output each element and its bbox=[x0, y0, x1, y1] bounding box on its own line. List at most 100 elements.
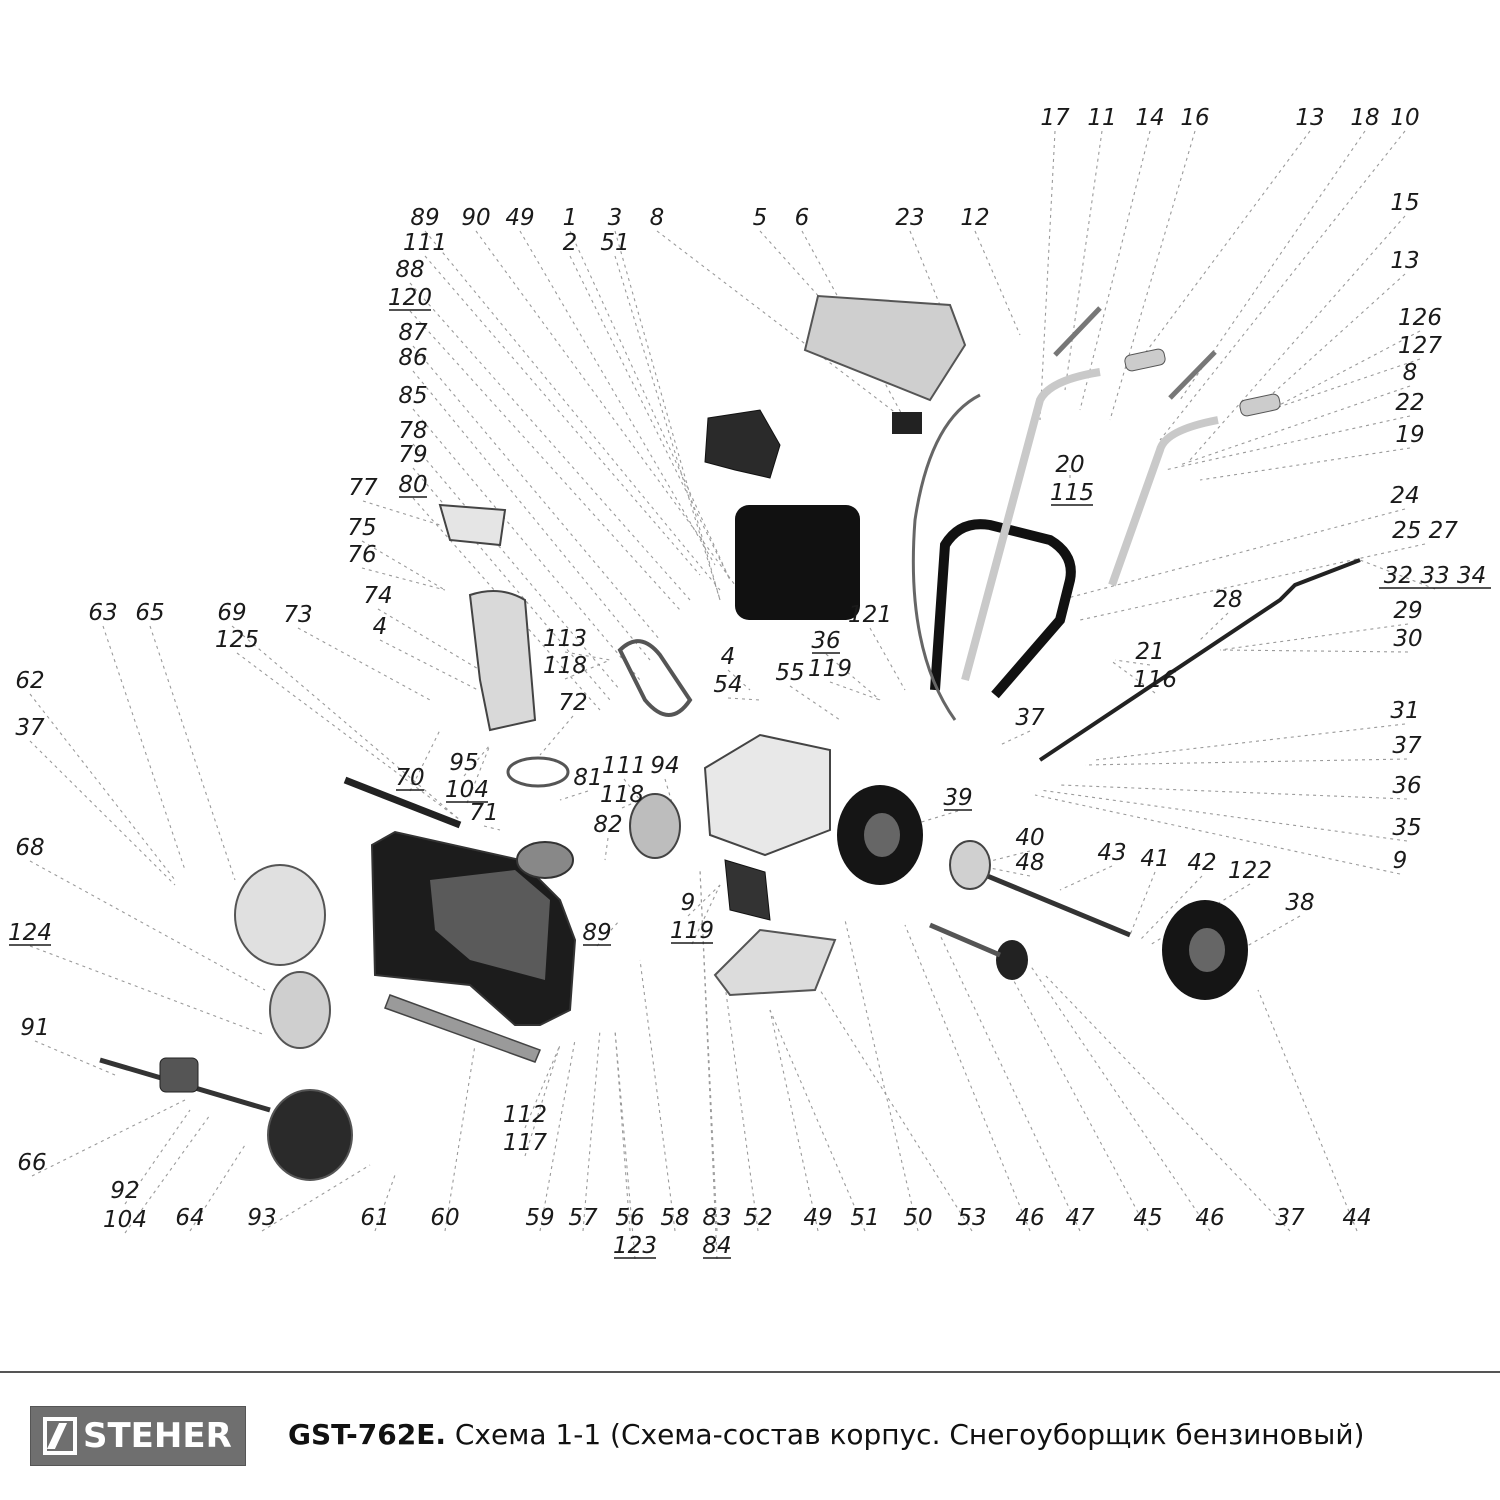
callout-label: 36 bbox=[811, 628, 840, 654]
callout-label: 48 bbox=[1015, 850, 1044, 876]
leader-line bbox=[1039, 789, 1408, 842]
callout-label: 127 bbox=[1398, 333, 1442, 359]
leader-line bbox=[409, 310, 681, 611]
callout-label: 69 bbox=[217, 600, 246, 626]
engine-block bbox=[735, 505, 860, 620]
leader-line bbox=[412, 443, 621, 691]
leader-line bbox=[1029, 964, 1211, 1232]
callout-label: 39 bbox=[943, 785, 972, 811]
callout-label: 121 bbox=[848, 602, 892, 628]
leader-line bbox=[825, 653, 881, 701]
ignition-key bbox=[892, 412, 922, 434]
leader-line bbox=[124, 1109, 191, 1205]
leader-line bbox=[409, 729, 441, 792]
callout-label: 87 bbox=[398, 320, 428, 346]
leader-line bbox=[1059, 784, 1408, 800]
callout-label: 72 bbox=[558, 690, 587, 716]
leader-line bbox=[361, 567, 446, 591]
leader-line bbox=[614, 255, 721, 601]
callout-label: 41 bbox=[1140, 846, 1169, 872]
drive-gear bbox=[949, 840, 991, 890]
leader-line bbox=[1259, 273, 1406, 406]
callout-label: 40 bbox=[1015, 825, 1044, 851]
leader-line bbox=[621, 799, 641, 809]
leader-line bbox=[819, 989, 973, 1232]
callout-label: 50 bbox=[903, 1205, 932, 1231]
leader-line bbox=[829, 681, 881, 701]
auger-gearbox bbox=[159, 1057, 199, 1093]
discharge-collar bbox=[516, 841, 574, 879]
callout-label: 64 bbox=[175, 1205, 204, 1231]
callout-label: 5 bbox=[753, 205, 768, 231]
callout-label: 28 bbox=[1213, 587, 1242, 613]
callout-label: 119 bbox=[808, 656, 852, 682]
callout-label: 9 bbox=[681, 890, 696, 916]
steher-logo: STEHER bbox=[30, 1406, 246, 1466]
callout-label: 38 bbox=[1285, 890, 1314, 916]
leader-line bbox=[377, 608, 481, 671]
callout-label: 78 bbox=[398, 418, 427, 444]
callout-label: 73 bbox=[283, 602, 312, 628]
leader-line bbox=[34, 1040, 116, 1076]
leader-line bbox=[974, 864, 1031, 877]
callout-label: 63 bbox=[88, 600, 117, 626]
leader-line bbox=[582, 1029, 601, 1232]
callout-label: 51 bbox=[850, 1205, 879, 1231]
leader-line bbox=[29, 693, 176, 881]
leader-line bbox=[361, 540, 446, 591]
leader-line bbox=[687, 884, 721, 917]
leader-line bbox=[769, 1009, 866, 1232]
callout-label: 37 bbox=[15, 715, 45, 741]
callout-label: 124 bbox=[8, 920, 52, 946]
callout-label: 104 bbox=[445, 777, 489, 803]
callout-label: 22 bbox=[1395, 390, 1424, 416]
callout-label: 123 bbox=[613, 1233, 657, 1259]
leader-line bbox=[974, 850, 1031, 866]
callout-label: 42 bbox=[1187, 850, 1216, 876]
callout-label: 76 bbox=[347, 542, 376, 568]
leader-line bbox=[614, 1029, 636, 1260]
leader-line bbox=[236, 652, 461, 821]
leader-line bbox=[261, 1164, 371, 1232]
callout-label: 117 bbox=[503, 1130, 547, 1156]
callout-label: 1 bbox=[563, 205, 578, 231]
callout-label: 20 bbox=[1055, 452, 1084, 478]
control-lever-left bbox=[1053, 306, 1102, 357]
auger-right bbox=[267, 1089, 353, 1181]
callout-label: 83 bbox=[702, 1205, 731, 1231]
callout-label: 45 bbox=[1133, 1205, 1162, 1231]
leader-line bbox=[1269, 330, 1421, 411]
leader-line bbox=[1044, 974, 1291, 1232]
leader-line bbox=[29, 740, 176, 886]
callout-label: 86 bbox=[398, 345, 427, 371]
callout-label: 126 bbox=[1398, 305, 1442, 331]
callout-label: 66 bbox=[17, 1150, 46, 1176]
callout-label: 43 bbox=[1097, 840, 1126, 866]
leader-line bbox=[149, 625, 236, 881]
leader-line bbox=[727, 669, 751, 691]
callout-label: 16 bbox=[1180, 105, 1209, 131]
callout-label: 14 bbox=[1135, 105, 1164, 131]
leader-line bbox=[424, 230, 721, 591]
leader-line bbox=[614, 230, 721, 601]
discharge-chute bbox=[468, 590, 537, 732]
leader-line bbox=[483, 825, 501, 831]
callout-label: 115 bbox=[1050, 480, 1094, 506]
callout-label: 120 bbox=[388, 285, 432, 311]
callout-label: 80 bbox=[398, 472, 427, 498]
callout-label: 8 bbox=[1403, 360, 1418, 386]
chute-deflector bbox=[438, 503, 507, 547]
callout-label: 32 33 34 bbox=[1384, 563, 1486, 589]
callout-label: 55 bbox=[775, 660, 804, 686]
callout-label: 125 bbox=[215, 627, 259, 653]
scheme-title: Схема 1-1 (Схема-состав корпус. Снегоубо… bbox=[454, 1418, 1365, 1451]
callout-label: 11 bbox=[1087, 105, 1116, 131]
callout-label: 74 bbox=[363, 583, 392, 609]
leader-line bbox=[1084, 758, 1408, 766]
callout-label: 37 bbox=[1015, 705, 1045, 731]
callout-label: 18 bbox=[1350, 105, 1379, 131]
leader-line bbox=[564, 659, 611, 680]
callout-label: 118 bbox=[543, 653, 587, 679]
callout-label: 46 bbox=[1015, 1205, 1044, 1231]
leader-line bbox=[539, 715, 574, 756]
